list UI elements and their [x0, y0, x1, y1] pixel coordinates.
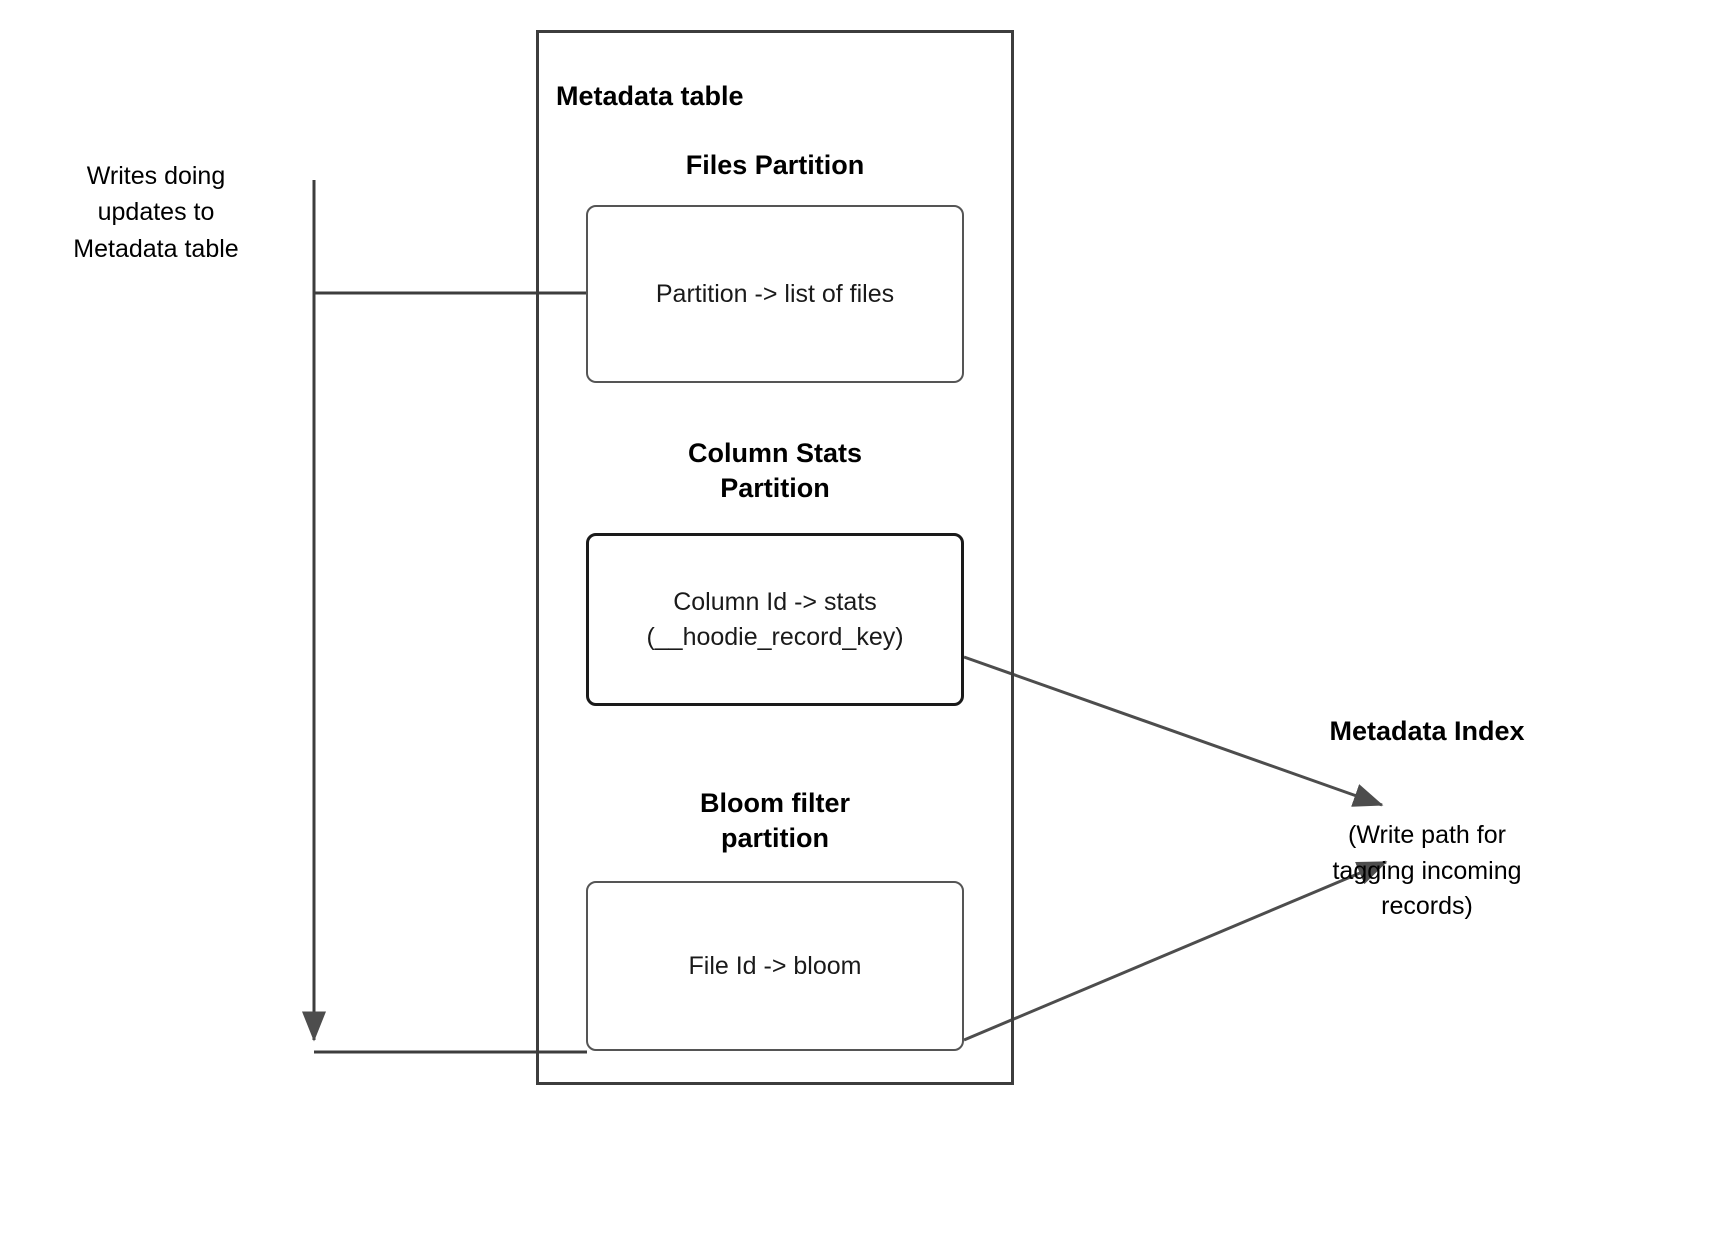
files-partition-heading: Files Partition	[685, 150, 865, 180]
column-stats-partition-heading: Column Stats Partition	[687, 438, 862, 503]
metadata-table-container	[536, 30, 1014, 1085]
bloom-filter-partition-heading: Bloom filter partition	[699, 788, 850, 853]
bloom-filter-box-label: File Id -> bloom	[688, 951, 862, 980]
files-partition-box-label: Partition -> list of files	[655, 279, 895, 308]
files-partition-box: Partition -> list of files	[586, 205, 964, 383]
metadata-index-note: (Write path for tagging incoming records…	[1332, 821, 1522, 920]
column-stats-box-label: Column Id -> stats (__hoodie_record_key)	[646, 588, 904, 651]
metadata-table-title: Metadata table	[556, 81, 744, 111]
bloom-filter-box: File Id -> bloom	[586, 881, 964, 1051]
writes-updates-annotation: Writes doing updates to Metadata table	[73, 162, 239, 263]
column-stats-box: Column Id -> stats (__hoodie_record_key)	[586, 533, 964, 706]
metadata-index-title: Metadata Index	[1329, 716, 1525, 746]
